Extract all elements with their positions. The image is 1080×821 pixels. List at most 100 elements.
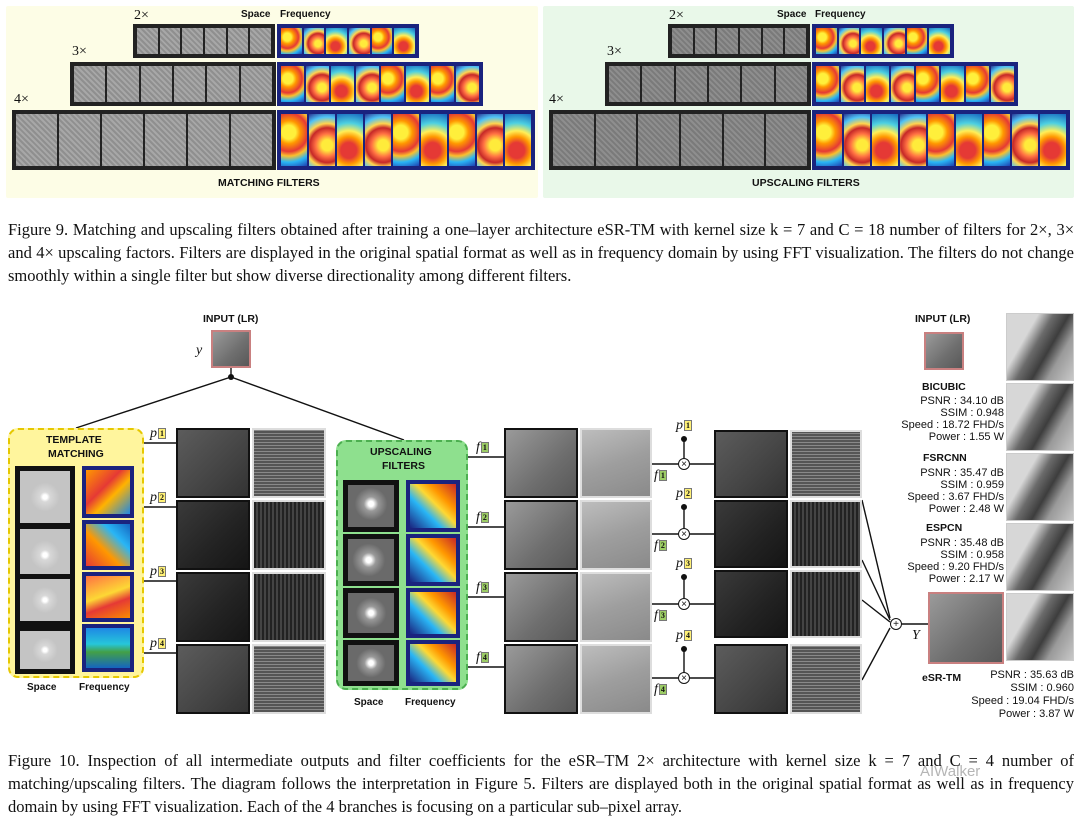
fsrcnn-ssim: SSIM : 0.959 [880,480,1004,492]
template-title-line1: TEMPLATE [46,434,102,446]
template-filter-space-3 [15,574,75,626]
mult-p2-dot [681,504,687,510]
template-frequency-label: Frequency [79,682,130,693]
bicubic-power: Power : 1.55 W [880,432,1004,444]
p2-symbol: p2 [150,490,166,506]
branch-result-4 [714,644,788,714]
upscaling-frequency-label: Frequency [405,697,456,708]
p3-symbol: p3 [150,564,166,580]
matching-output-1-zoom [252,428,326,498]
template-filter-freq-2 [82,520,134,570]
esrtm-psnr: PSNR : 35.63 dB [950,670,1074,682]
matching-output-3-zoom [252,572,326,642]
input-lr-label: INPUT (LR) [203,313,258,325]
multiply-3: × [678,598,690,610]
upscaling-filter-freq-2 [406,534,460,586]
mult-p3-dot [681,574,687,580]
matching-output-4 [176,644,250,714]
upscaling-output-4 [504,644,578,714]
branch-result-2 [714,500,788,568]
esrtm-ssim: SSIM : 0.960 [950,683,1074,695]
branch-result-4-zoom [790,644,862,714]
esrtm-power: Power : 3.87 W [950,709,1074,721]
crop-espcn [1006,523,1074,591]
upscaling-filter-freq-3 [406,588,460,638]
mult-p4-dot [681,646,687,652]
espcn-speed: Speed : 9.20 FHD/s [880,562,1004,574]
method-name-bicubic: BICUBIC [922,381,966,393]
p1-symbol: p1 [150,426,166,442]
upscaling-title-line1: UPSCALING [370,446,432,458]
watermark: AIWalker [920,763,980,780]
template-filter-freq-4 [82,624,134,672]
matching-output-3 [176,572,250,642]
fsrcnn-psnr: PSNR : 35.47 dB [880,468,1004,480]
input-image [211,330,251,368]
upscaling-output-4-zoom [580,644,652,714]
upscaling-space-label: Space [354,697,383,708]
matching-output-2-zoom [252,500,326,570]
crop-input [1006,313,1074,381]
template-filter-space-1 [15,466,75,528]
right-input-lr-label: INPUT (LR) [915,313,970,325]
upscaling-filters-box: UPSCALING FILTERS [336,440,468,690]
espcn-ssim: SSIM : 0.958 [880,550,1004,562]
sum-node: + [890,618,902,630]
matching-output-4-zoom [252,644,326,714]
fsrcnn-speed: Speed : 3.67 FHD/s [880,492,1004,504]
matching-output-1 [176,428,250,498]
fsrcnn-power: Power : 2.48 W [880,504,1004,516]
upscaling-filter-space-3 [343,588,399,638]
y-symbol: y [196,343,202,359]
template-filter-space-4 [15,626,75,674]
template-matching-box: TEMPLATE MATCHING [8,428,144,678]
mult-p1-dot [681,436,687,442]
esrtm-speed: Speed : 19.04 FHD/s [950,696,1074,708]
template-space-label: Space [27,682,56,693]
espcn-power: Power : 2.17 W [880,574,1004,586]
upscaling-filter-space-1 [343,480,399,532]
multiply-1: × [678,458,690,470]
bicubic-speed: Speed : 18.72 FHD/s [880,420,1004,432]
output-y-symbol: Y [912,628,920,644]
input-split-dot [228,374,234,380]
right-input-image [924,332,964,370]
upscaling-output-3-zoom [580,572,652,642]
upscaling-filter-space-4 [343,640,399,686]
f3-symbol: f3 [476,580,489,596]
multiply-2: × [678,528,690,540]
upscaling-output-2 [504,500,578,570]
figure10-caption: Figure 10. Inspection of all intermediat… [8,749,1074,818]
branch-result-1-zoom [790,430,862,498]
upscaling-output-2-zoom [580,500,652,570]
matching-output-2 [176,500,250,570]
espcn-psnr: PSNR : 35.48 dB [880,538,1004,550]
upscaling-output-1 [504,428,578,498]
crop-fsrcnn [1006,453,1074,521]
upscaling-output-1-zoom [580,428,652,498]
bicubic-psnr: PSNR : 34.10 dB [880,396,1004,408]
upscaling-filter-freq-4 [406,640,460,686]
upscaling-title-line2: FILTERS [382,460,425,472]
esrtm-output-image [928,592,1004,664]
bicubic-ssim: SSIM : 0.948 [880,408,1004,420]
branch-result-3 [714,570,788,638]
branch-result-3-zoom [790,570,862,638]
method-name-espcn: ESPCN [926,522,962,534]
crop-esrtm [1006,593,1074,661]
method-name-fsrcnn: FSRCNN [923,452,967,464]
multiply-4: × [678,672,690,684]
template-filter-freq-3 [82,572,134,622]
crop-bicubic [1006,383,1074,451]
